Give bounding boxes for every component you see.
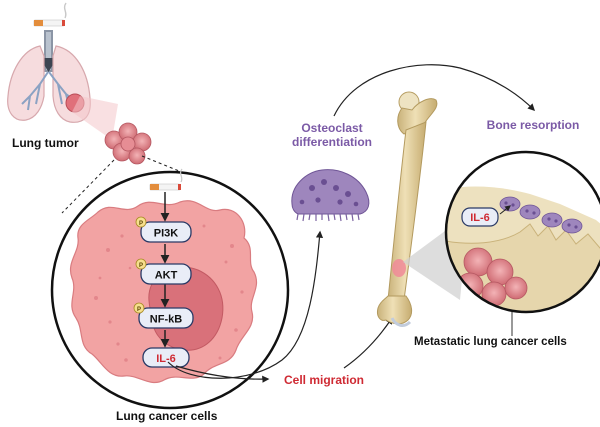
cell-cigarette-icon [149, 168, 183, 191]
svg-text:IL-6: IL-6 [470, 212, 490, 224]
lungs-illustration [7, 2, 152, 165]
svg-text:AKT: AKT [155, 270, 178, 282]
svg-text:P: P [139, 221, 143, 227]
left-lung [7, 45, 45, 121]
phosphate-marker [133, 302, 145, 314]
lung-tumor-label: Lung tumor [12, 136, 79, 150]
pathway-node-pi3k: PI3K P [135, 216, 192, 243]
pathway-node-akt: AKT P [135, 258, 192, 285]
pathway-node-nfkb: NF-kB P [133, 302, 194, 329]
il6-to-osteoclast-curve [167, 230, 324, 379]
pathway-node-il6: IL-6 [142, 347, 190, 368]
femur-bone [377, 91, 438, 327]
svg-text:P: P [137, 307, 141, 313]
cigarette-icon [33, 2, 67, 27]
migration-to-bone-arrow [343, 316, 393, 369]
bronchi [21, 71, 75, 111]
inset-il6-badge: IL-6 [461, 207, 499, 227]
svg-text:IL-6: IL-6 [156, 353, 176, 365]
svg-text:P: P [139, 263, 143, 269]
osteoclast-to-resorption-arc [333, 64, 536, 117]
lung-cancer-cell-zoom [50, 170, 290, 410]
svg-text:NF-kB: NF-kB [150, 314, 182, 326]
bone-resorption-inset [444, 150, 600, 314]
osteoclast-label-line1: Osteoclast [301, 121, 362, 135]
phosphate-marker [135, 216, 147, 228]
tumor-cluster [104, 122, 152, 165]
cell-migration-label: Cell migration [284, 373, 364, 387]
metastatic-cells-label: Metastatic lung cancer cells [414, 336, 567, 348]
zoom-line-left [61, 159, 115, 214]
bone-metastasis-spot [392, 259, 406, 277]
phosphate-marker [135, 258, 147, 270]
osteoclast-cell [291, 169, 370, 222]
bone-resorption-label: Bone resorption [487, 118, 580, 132]
il6-to-migration-curve [175, 365, 270, 383]
svg-text:PI3K: PI3K [154, 228, 179, 240]
lung-cancer-cells-label: Lung cancer cells [116, 409, 218, 423]
osteoclast-label-line2: differentiation [292, 135, 372, 149]
